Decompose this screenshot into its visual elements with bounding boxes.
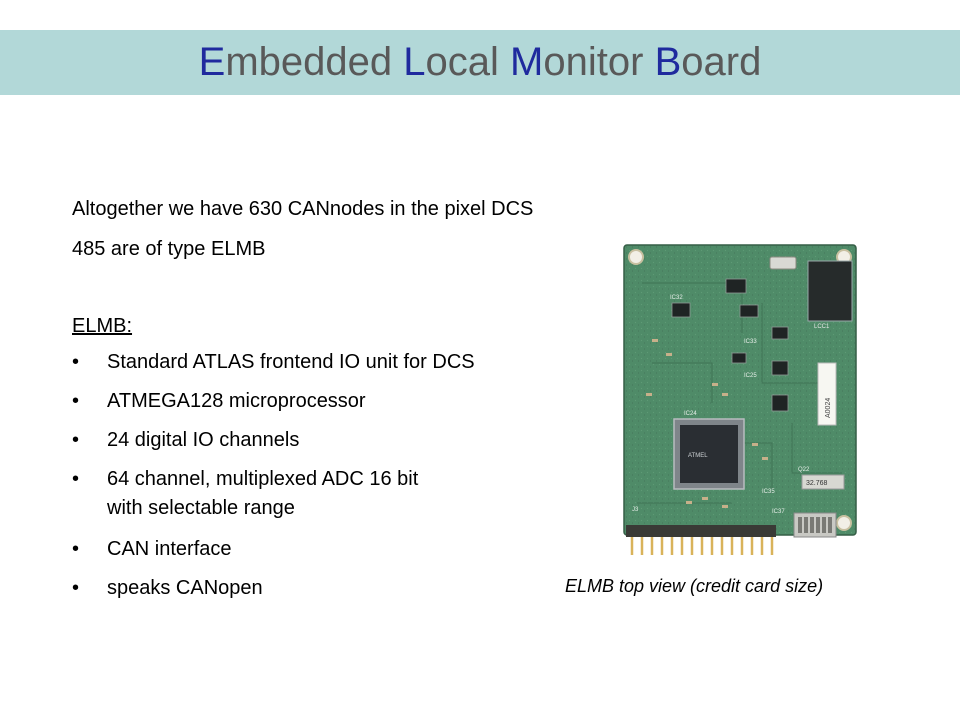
board-label: Q22 — [798, 467, 810, 473]
title-initial: M — [510, 40, 544, 84]
image-caption: ELMB top view (credit card size) — [565, 576, 824, 596]
title-initial: L — [403, 40, 426, 84]
elmb-board-image: LCC1 A0024 ATMEL 32.768 IC32 IC33 IC25 I… — [623, 244, 857, 555]
bullet-symbol: • — [72, 390, 80, 412]
bullet-symbol: • — [72, 429, 80, 451]
title-word-rest: onitor — [543, 40, 644, 84]
bullet-text: 64 channel, multiplexed ADC 16 bit — [107, 468, 419, 490]
board-label: A0024 — [825, 398, 832, 418]
board-label: J3 — [632, 507, 639, 513]
title-initial: E — [198, 40, 226, 84]
chip — [807, 260, 853, 322]
bullet-symbol: • — [72, 577, 80, 599]
board-label: IC33 — [744, 339, 757, 345]
board-label: IC37 — [772, 509, 785, 515]
board-label: IC24 — [684, 411, 697, 417]
section-heading: ELMB: — [72, 315, 133, 337]
title-initial: B — [654, 40, 682, 84]
board-label: IC32 — [670, 295, 683, 301]
bullet-symbol: • — [72, 468, 80, 490]
title-word-rest: mbedded — [225, 40, 393, 84]
bullet-symbol: • — [72, 538, 80, 560]
bullet-text: Standard ATLAS frontend IO unit for DCS — [107, 351, 475, 373]
title-word-rest: oard — [681, 40, 762, 84]
slide-title: Embedded Local Monitor Board — [0, 37, 960, 87]
bullet-text: with selectable range — [107, 497, 295, 519]
intro-line-1: Altogether we have 630 CANnodes in the p… — [72, 198, 534, 220]
board-label: IC35 — [762, 489, 775, 495]
bullet-text: 24 digital IO channels — [107, 429, 300, 451]
bullet-symbol: • — [72, 351, 80, 373]
title-word-rest: ocal — [425, 40, 499, 84]
svg-text:ATMEL: ATMEL — [688, 453, 708, 459]
bullet-text: ATMEGA128 microprocessor — [107, 390, 366, 412]
bullet-text: speaks CANopen — [107, 577, 263, 599]
intro-line-2: 485 are of type ELMB — [72, 238, 266, 260]
board-label: LCC1 — [814, 324, 830, 330]
bullet-text: CAN interface — [107, 538, 232, 560]
board-label: IC25 — [744, 373, 757, 379]
title-bar — [0, 30, 960, 95]
board-label: 32.768 — [806, 480, 828, 487]
